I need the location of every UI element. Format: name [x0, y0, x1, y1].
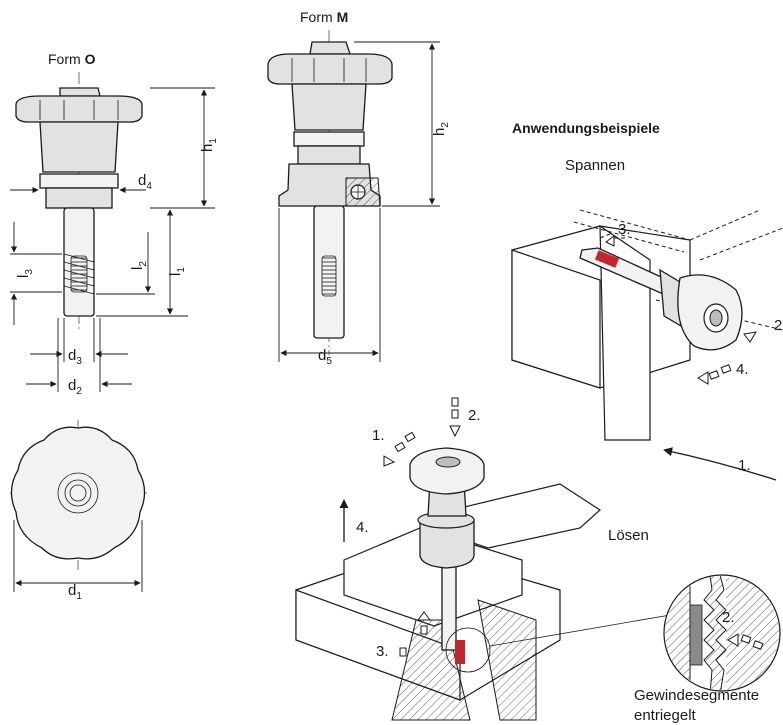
form-o-label: Form O	[48, 51, 96, 67]
form-o-view: Form O h1 d4 l3 l2	[10, 51, 219, 397]
thread-segment-detail: 2. Gewindesegmente entriegelt	[634, 574, 781, 724]
clamping-assembly: 3. 2. 4. 1.	[511, 209, 783, 481]
form-m-view: Form M h2 d5	[267, 9, 451, 367]
clamp-step-4: 4.	[736, 361, 749, 378]
clamp-step-1: 1.	[738, 457, 751, 474]
examples-heading: Anwendungsbeispiele	[512, 120, 660, 136]
releasing-label: Lösen	[608, 527, 649, 544]
segment-note-line1: Gewindesegmente	[634, 687, 759, 704]
dim-l3: l3	[15, 269, 35, 278]
dim-d1: d1	[68, 582, 82, 602]
dim-d3: d3	[68, 347, 82, 367]
dim-d5: d5	[318, 347, 332, 367]
clamping-label: Spannen	[565, 157, 625, 174]
segment-note-line2: entriegelt	[634, 707, 697, 724]
dim-d4: d4	[138, 172, 152, 192]
form-m-label: Form M	[300, 9, 348, 25]
dim-h1: h1	[199, 138, 219, 152]
release-step-3: 3.	[376, 643, 389, 660]
dim-d2: d2	[68, 377, 82, 397]
release-step-4: 4.	[356, 519, 369, 536]
dim-l1: l1	[167, 267, 187, 276]
clamp-step-2: 2.	[774, 317, 783, 334]
dim-l2: l2	[129, 261, 149, 270]
releasing-assembly: 1. 2. 4. 3.	[295, 397, 677, 721]
release-step-1: 1.	[372, 427, 385, 444]
dim-h2: h2	[431, 122, 451, 136]
detail-step-2: 2.	[722, 609, 735, 626]
knob-top-view: d1	[10, 420, 150, 602]
clamp-step-3: 3.	[618, 221, 631, 238]
release-step-2: 2.	[468, 407, 481, 424]
